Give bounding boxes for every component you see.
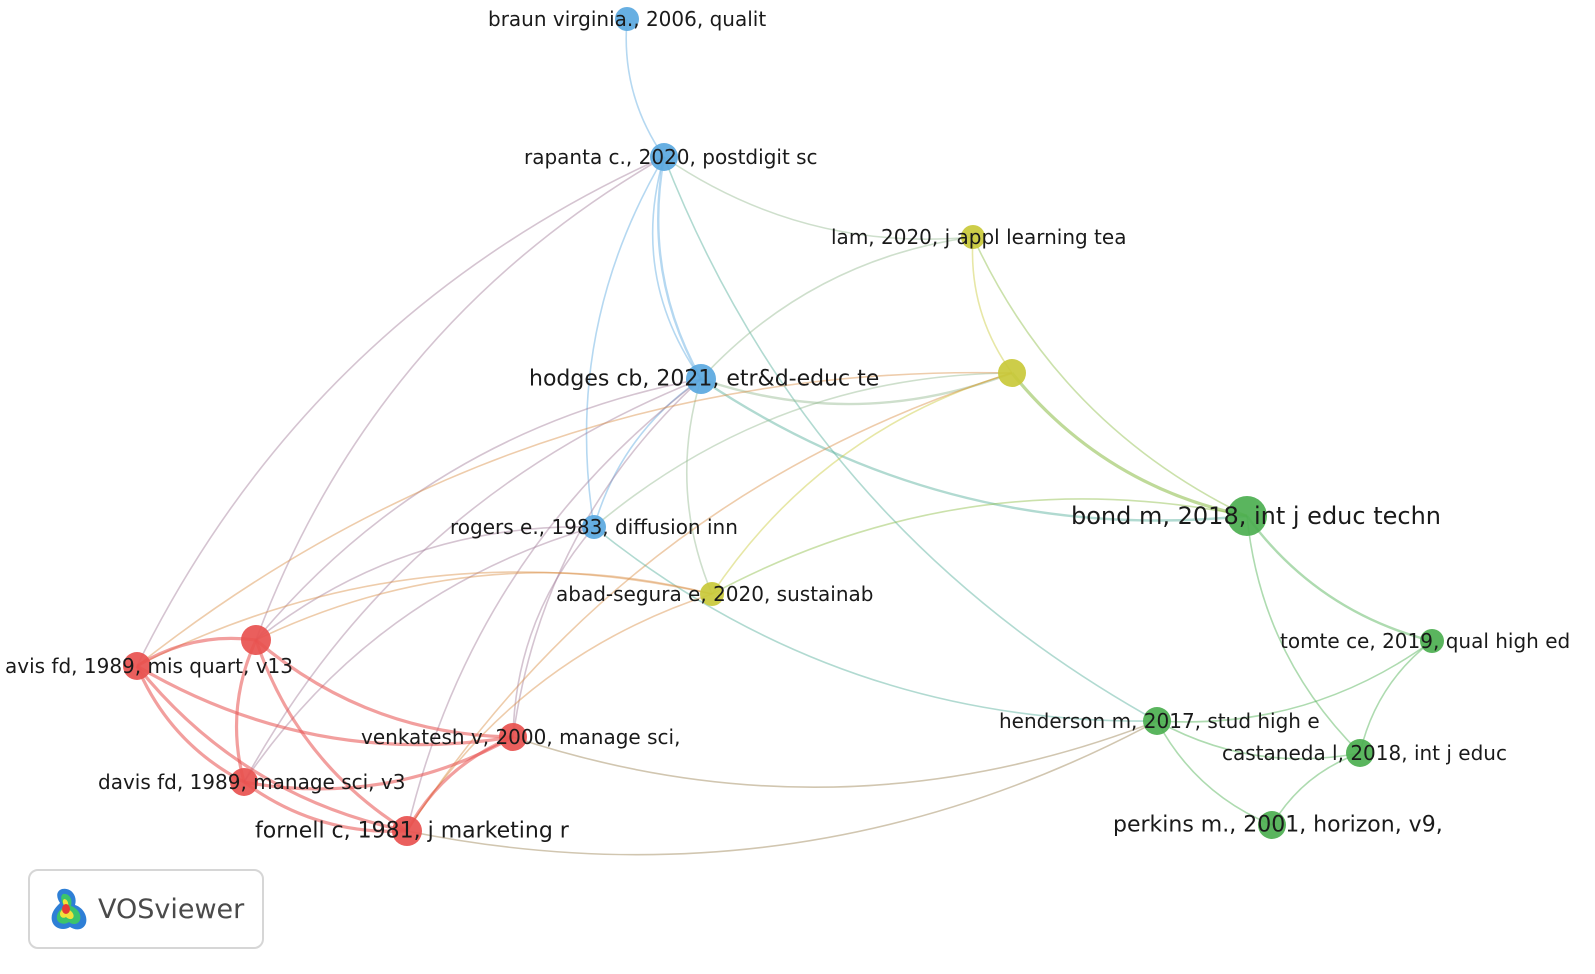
link-hodges-bond xyxy=(700,378,1248,522)
link-rapanta-henderson xyxy=(663,156,1158,722)
nodes-layer xyxy=(123,7,1444,846)
link-ynode-fornell xyxy=(406,372,1013,832)
node-label-rogers[interactable]: rogers e., 1983, diffusion inn xyxy=(450,515,738,539)
node-label-bond[interactable]: bond m, 2018, int j educ techn xyxy=(1071,502,1441,530)
node-lam[interactable] xyxy=(961,225,985,249)
node-label-fornell[interactable]: fornell c, 1981, j marketing r xyxy=(255,819,570,844)
link-bond-castaneda xyxy=(1246,515,1361,754)
link-davismanage-fornell xyxy=(243,780,408,833)
node-label-perkins[interactable]: perkins m., 2001, horizon, v9, xyxy=(1113,813,1443,838)
node-label-davismis[interactable]: avis fd, 1989, mis quart, v13 xyxy=(5,654,293,678)
link-tomte-castaneda xyxy=(1359,640,1433,754)
link-hodges-rnode xyxy=(255,378,702,641)
node-label-rapanta[interactable]: rapanta c., 2020, postdigit sc xyxy=(524,145,818,169)
link-hodges-rogers xyxy=(593,378,702,528)
link-rapanta-rnode xyxy=(255,156,665,641)
vosviewer-logo-icon xyxy=(51,888,87,930)
node-label-henderson[interactable]: henderson m, 2017, stud high e xyxy=(999,709,1320,733)
link-rogers-henderson xyxy=(593,526,1158,722)
link-rapanta-davismis xyxy=(136,156,665,667)
link-ynode-bond xyxy=(1010,371,1248,518)
link-abad-rnode xyxy=(255,571,713,641)
link-henderson-castaneda xyxy=(1156,720,1361,760)
link-hodges-ynode xyxy=(700,371,1013,406)
vosviewer-logo: VOSviewer xyxy=(28,869,264,949)
link-rogers-venkatesh xyxy=(512,526,595,738)
link-hodges-venkatesh xyxy=(512,378,702,738)
link-hodges-davismanage xyxy=(243,378,702,783)
link-rnode-davismanage xyxy=(234,639,258,783)
link-braun-rapanta xyxy=(625,18,665,158)
node-label-abad[interactable]: abad-segura e, 2020, sustainab xyxy=(556,582,873,606)
link-abad-fornell xyxy=(406,593,713,832)
node-fornell[interactable] xyxy=(392,816,422,846)
node-braun[interactable] xyxy=(615,7,639,31)
node-davismis[interactable] xyxy=(123,652,151,680)
logo-text: VOSviewer xyxy=(98,893,245,925)
node-perkins[interactable] xyxy=(1258,811,1286,839)
node-label-davismanage[interactable]: davis fd, 1989, manage sci, v3 xyxy=(98,770,405,794)
link-bond-tomte xyxy=(1246,515,1433,643)
link-rogers-rnode xyxy=(255,526,595,641)
node-tomte[interactable] xyxy=(1420,629,1444,653)
link-lam-ynode xyxy=(971,236,1013,374)
node-rogers[interactable] xyxy=(582,515,606,539)
node-henderson[interactable] xyxy=(1143,707,1171,735)
node-venkatesh[interactable] xyxy=(499,723,527,751)
node-hodges[interactable] xyxy=(686,364,716,394)
node-label-tomte[interactable]: tomte ce, 2019, qual high ed xyxy=(1280,629,1570,653)
link-davismis-davismanage xyxy=(135,665,245,784)
link-abad-davismis xyxy=(136,571,713,667)
node-abad[interactable] xyxy=(700,582,724,606)
link-davismis-fornell xyxy=(135,664,408,833)
node-rapanta[interactable] xyxy=(650,143,678,171)
node-label-hodges[interactable]: hodges cb, 2021, etr&d-educ te xyxy=(529,367,879,392)
link-hodges-fornell xyxy=(406,378,702,832)
link-lam-hodges xyxy=(700,236,974,380)
link-henderson-tomte xyxy=(1156,640,1433,723)
node-label-venkatesh[interactable]: venkatesh v, 2000, manage sci, xyxy=(361,725,680,749)
link-ynode-rogers xyxy=(593,372,1013,528)
node-label-lam[interactable]: lam, 2020, j appl learning tea xyxy=(831,225,1126,249)
labels-layer: braun virginia., 2006, qualit rapanta c.,… xyxy=(5,7,1570,844)
link-hodges-abad xyxy=(686,378,713,595)
link-venkatesh-fornell xyxy=(405,735,514,832)
link-rapanta-hodges xyxy=(657,156,703,380)
link-rapanta-hodges xyxy=(651,156,702,380)
link-rapanta-rogers xyxy=(585,156,665,528)
link-lam-bond xyxy=(972,236,1248,517)
links-layer xyxy=(135,18,1433,856)
node-ynode[interactable] xyxy=(998,359,1026,387)
link-davismis-venkatesh xyxy=(136,664,514,747)
node-label-braun[interactable]: braun virginia., 2006, qualit xyxy=(488,7,766,31)
link-venkatesh-henderson xyxy=(512,720,1158,789)
link-henderson-perkins xyxy=(1156,720,1273,826)
link-fornell-henderson xyxy=(406,720,1158,856)
link-rnode-venkatesh xyxy=(254,638,514,739)
link-rnode-fornell xyxy=(254,639,408,833)
node-castaneda[interactable] xyxy=(1346,739,1374,767)
node-rnode[interactable] xyxy=(241,625,271,655)
node-bond[interactable] xyxy=(1227,496,1267,536)
node-davismanage[interactable] xyxy=(230,768,258,796)
link-bond-abad xyxy=(711,498,1248,595)
link-rapanta-lam xyxy=(663,156,974,240)
link-ynode-abad xyxy=(711,372,1013,595)
link-rogers-davismanage xyxy=(243,526,595,783)
link-ynode-davismis xyxy=(136,371,1013,667)
node-label-castaneda[interactable]: castaneda l, 2018, int j educ xyxy=(1222,741,1507,765)
